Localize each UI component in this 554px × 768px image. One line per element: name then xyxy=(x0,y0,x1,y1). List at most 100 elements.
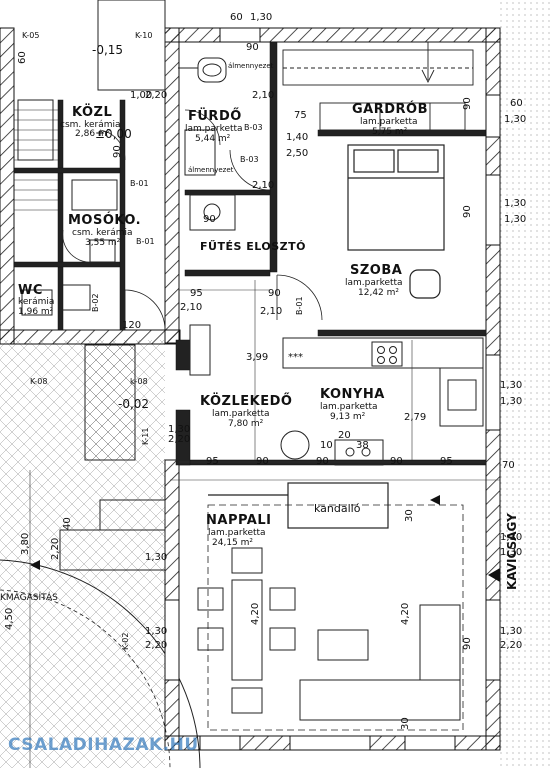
room-floor-wc: kerámia xyxy=(18,297,54,307)
stars-label: *** xyxy=(288,352,303,363)
dim: 120 xyxy=(122,320,141,331)
misc-labels: kandalló KAVICSÁGY KMAGASÍTÁS álmennyeze… xyxy=(0,43,519,603)
dimension-labels: 60 1,30 1,00 2,20 90 2,10 75 1,40 2,50 6… xyxy=(4,12,526,730)
dim: 2,20 xyxy=(500,640,522,651)
dim: 1,30 xyxy=(504,214,526,225)
dim: 40 xyxy=(62,517,73,530)
arrows xyxy=(30,495,500,582)
dim: 2,79 xyxy=(404,412,426,423)
dim: 1,30 xyxy=(250,12,272,23)
dim: 2,20 xyxy=(50,538,61,560)
dim: 1,30 xyxy=(500,626,522,637)
wardrobe xyxy=(282,42,474,131)
room-floor-kozl: csm. kerámia xyxy=(60,120,121,130)
dim: 95 xyxy=(206,456,219,467)
dim: 1,30 xyxy=(504,114,526,125)
room-floor-nappali: lam.parketta xyxy=(208,528,266,538)
room-name-kozl: KÖZL xyxy=(72,104,112,120)
sofa xyxy=(299,604,461,721)
dim: 90 xyxy=(203,214,216,225)
kitchen-counter xyxy=(189,324,484,466)
door-tag: K-11 xyxy=(141,428,150,445)
room-name-mosoko: MOSÓKO. xyxy=(68,212,141,228)
level-2: ±0,00 xyxy=(95,127,132,141)
dim: 10 xyxy=(320,440,333,451)
dim: 70 xyxy=(502,460,515,471)
dim: 1,30 xyxy=(500,380,522,391)
gravel-label: KAVICSÁGY xyxy=(504,513,519,590)
door-tag: K-08 xyxy=(30,377,47,386)
room-area-wc: 1,96 m² xyxy=(18,307,54,317)
room-floor-furdo: lam.parketta xyxy=(185,124,243,134)
porch xyxy=(59,0,166,571)
dim: 20 xyxy=(338,430,351,441)
room-name-wc: WC xyxy=(18,283,43,298)
terrace-area xyxy=(0,340,165,768)
door-tags: K-05 K-10 B-03 B-03 B-01 B-01 B-01 B-02 … xyxy=(22,31,304,650)
door-tag: K-10 xyxy=(135,31,152,40)
dim: 1,00 xyxy=(130,90,152,101)
room-floor-mosoko: csm. kerámia xyxy=(72,228,133,238)
room-name-kozlekedo: KÖZLEKEDŐ xyxy=(200,393,292,409)
room-area-konyha: 9,13 m² xyxy=(330,412,366,422)
dim: 2,20 xyxy=(145,90,167,101)
dim: 4,20 xyxy=(250,603,261,625)
terrace-arc xyxy=(0,559,201,768)
suspended-ceiling-label-2: álmennyezet xyxy=(188,166,234,174)
dim: 2,50 xyxy=(286,148,308,159)
dim: 90 xyxy=(246,42,259,53)
dim: 90 xyxy=(390,456,403,467)
gravel-area xyxy=(500,0,554,768)
dim: 1,40 xyxy=(286,132,308,143)
dim: 1,30 xyxy=(500,532,522,543)
dim: 2,10 xyxy=(260,306,282,317)
room-floor-kozlekedo: lam.parketta xyxy=(212,409,270,419)
room-area-furdo: 5,44 m² xyxy=(195,134,231,144)
dim: 60 xyxy=(510,98,523,109)
room-name-nappali: NAPPALI xyxy=(206,513,272,528)
dim: 1,30 xyxy=(145,552,167,563)
dim: 1,30 xyxy=(168,424,190,435)
inner-walls xyxy=(13,41,487,466)
dim: 90 xyxy=(112,145,123,158)
rug xyxy=(207,504,464,731)
dimension-lines xyxy=(29,280,500,768)
dim: 4,50 xyxy=(4,608,15,630)
dim: 30 xyxy=(404,509,415,522)
dim: 1,30 xyxy=(500,547,522,558)
room-area-nappali: 24,15 m² xyxy=(212,538,253,548)
door-tag: K-02 xyxy=(121,633,130,650)
bathroom-fixtures xyxy=(178,57,236,231)
room-name-szoba: SZOBA xyxy=(350,263,402,278)
dining-table xyxy=(197,547,296,714)
dim: 3,80 xyxy=(20,533,31,555)
dim: 4,20 xyxy=(400,603,411,625)
door-tag: B-03 xyxy=(240,155,259,164)
room-area-gardrob: 5,75 m² xyxy=(372,127,408,137)
dim: 90 xyxy=(462,637,473,650)
door-tag: B-02 xyxy=(91,293,100,312)
room-floor-gardrob: lam.parketta xyxy=(360,117,418,127)
room-floor-konyha: lam.parketta xyxy=(320,402,378,412)
stairs xyxy=(14,109,58,211)
room-floor-szoba: lam.parketta xyxy=(345,278,403,288)
dim: 95 xyxy=(440,456,453,467)
dim: 2,10 xyxy=(180,302,202,313)
dim: 30 xyxy=(400,717,411,730)
room-name-furdo: FÜRDŐ xyxy=(188,108,242,124)
windows xyxy=(164,27,501,751)
dim: 90 xyxy=(462,97,473,110)
watermark: CSALADIHAZAK.HU xyxy=(8,735,199,755)
room-area-kozlekedo: 7,80 m² xyxy=(228,419,264,429)
room-name-konyha: KONYHA xyxy=(320,387,385,402)
room-area-mosoko: 3,55 m² xyxy=(85,238,121,248)
dim: 60 xyxy=(230,12,243,23)
raising-label: KMAGASÍTÁS xyxy=(0,591,58,603)
dim: 3,99 xyxy=(246,352,268,363)
room-labels: KÖZL csm. kerámia 2,86 m² FÜRDŐ lam.park… xyxy=(18,101,428,548)
dim: 2,10 xyxy=(252,180,274,191)
door-tag: K-05 xyxy=(22,31,39,40)
dim: 90 xyxy=(316,456,329,467)
dim: 2,10 xyxy=(252,90,274,101)
